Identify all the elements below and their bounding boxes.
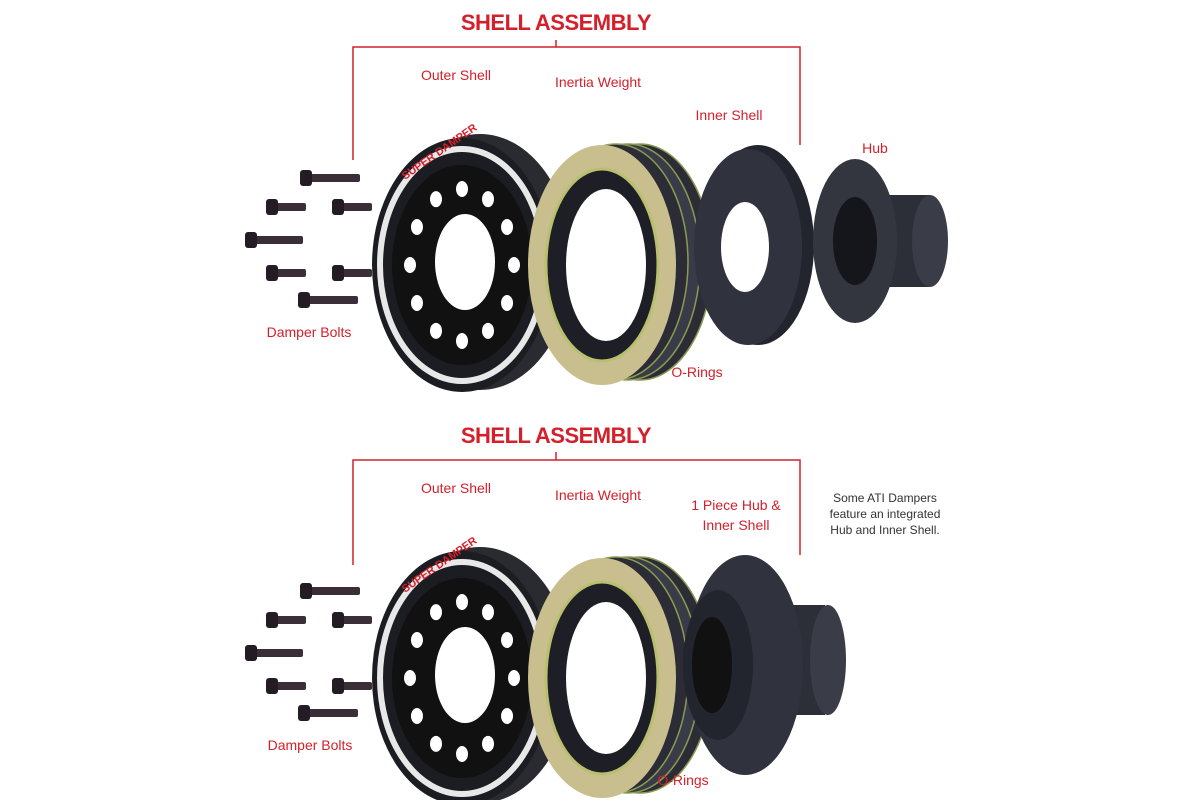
bolt-hole (430, 191, 442, 208)
top-assembly: SHELL ASSEMBLY SUPER DAMPER Outer Shell … (245, 10, 948, 392)
damper-bolt (332, 199, 372, 215)
top-label-hub: Hub (862, 140, 888, 156)
damper-bolt (332, 265, 372, 281)
damper-bolt (245, 232, 303, 248)
inner-shell (694, 145, 814, 345)
bolt-hole (456, 181, 468, 197)
bolt-hole (410, 295, 423, 311)
damper-bolt (266, 612, 306, 628)
bolt-hole (508, 670, 520, 686)
bolt-hole (482, 191, 494, 208)
bottom-bracket (352, 452, 801, 565)
bottom-note-line-3: Hub and Inner Shell. (830, 523, 939, 537)
top-label-inertia-weight: Inertia Weight (555, 74, 641, 90)
bottom-label-hub-inner-2: Inner Shell (703, 517, 770, 533)
damper-bolt (300, 583, 360, 599)
bottom-label-inertia-weight: Inertia Weight (555, 487, 641, 503)
damper-bolts (245, 170, 372, 308)
inertia-weight (528, 556, 713, 798)
damper-bolt (300, 170, 360, 186)
bottom-label-o-rings: O-Rings (657, 772, 708, 788)
damper-bolt (266, 265, 306, 281)
bottom-assembly: SHELL ASSEMBLY SUPER DAMPER Outer Shell … (245, 423, 940, 800)
bottom-title: SHELL ASSEMBLY (461, 423, 652, 448)
damper-bolt (266, 199, 306, 215)
top-label-inner-shell: Inner Shell (696, 107, 763, 123)
bolt-hole (410, 632, 423, 648)
bolt-hole (410, 708, 423, 724)
outer-shell: SUPER DAMPER (372, 122, 572, 392)
bolt-hole (456, 594, 468, 610)
bottom-note-line-1: Some ATI Dampers (833, 491, 937, 505)
outer-shell: SUPER DAMPER (372, 535, 572, 800)
bottom-note-line-2: feature an integrated (830, 507, 941, 521)
bolt-hole (501, 708, 514, 724)
bolt-hole (501, 632, 514, 648)
bolt-hole (508, 257, 520, 273)
hub (813, 159, 948, 323)
damper-bolt (298, 292, 358, 308)
top-title: SHELL ASSEMBLY (461, 10, 652, 35)
bolt-hole (482, 735, 494, 752)
bolt-hole (430, 604, 442, 621)
damper-bolt (266, 678, 306, 694)
bolt-hole (482, 604, 494, 621)
top-label-damper-bolts: Damper Bolts (267, 324, 352, 340)
bolt-hole (430, 735, 442, 752)
bolt-hole (404, 670, 416, 686)
bolt-hole (430, 322, 442, 339)
damper-bolt (332, 612, 372, 628)
bolt-hole (501, 219, 514, 235)
bolt-hole (410, 219, 423, 235)
damper-bolt (245, 645, 303, 661)
bolt-hole (501, 295, 514, 311)
bolt-hole (482, 322, 494, 339)
bolt-hole (456, 333, 468, 349)
bolt-hole (456, 746, 468, 762)
top-bracket (352, 40, 801, 160)
bottom-label-hub-inner-1: 1 Piece Hub & (691, 497, 781, 513)
bottom-label-outer-shell: Outer Shell (421, 480, 491, 496)
top-label-outer-shell: Outer Shell (421, 67, 491, 83)
damper-bolt (332, 678, 372, 694)
bottom-label-damper-bolts: Damper Bolts (268, 737, 353, 753)
inertia-weight (528, 143, 713, 385)
top-label-o-rings: O-Rings (671, 364, 722, 380)
damper-bolts (245, 583, 372, 721)
one-piece-hub-inner-shell (683, 555, 846, 775)
damper-bolt (298, 705, 358, 721)
bolt-hole (404, 257, 416, 273)
